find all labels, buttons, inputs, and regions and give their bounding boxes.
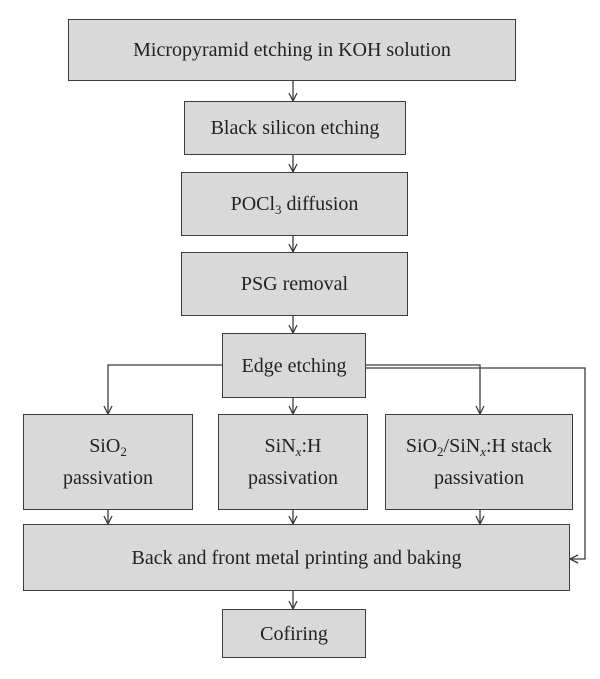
pocl3-label: POCl3 diffusion <box>230 193 359 217</box>
step-sinx-passivation: SiNx:H passivation <box>218 414 368 510</box>
step-cofiring: Cofiring <box>222 609 366 658</box>
arrow-edge-to-stack <box>366 364 480 414</box>
step-koh-etching: Micropyramid etching in KOH solution <box>68 19 516 81</box>
step-sio2-passivation: SiO2 passivation <box>23 414 193 510</box>
step-metal-printing: Back and front metal printing and baking <box>23 524 570 591</box>
step-black-silicon-etching: Black silicon etching <box>184 101 406 155</box>
stack-label: SiO2/SiNx:H stack <box>405 435 553 459</box>
step-edge-etching: Edge etching <box>222 333 366 398</box>
step-pocl3-diffusion: POCl3 diffusion <box>181 172 408 236</box>
step-psg-removal: PSG removal <box>181 252 408 316</box>
sio2-label: SiO2 <box>89 435 127 459</box>
arrow-edge-bypass-to-metal <box>366 367 586 559</box>
arrow-edge-to-sio2 <box>108 364 222 414</box>
sinx-label: SiNx:H <box>264 435 322 459</box>
step-stack-passivation: SiO2/SiNx:H stack passivation <box>385 414 573 510</box>
